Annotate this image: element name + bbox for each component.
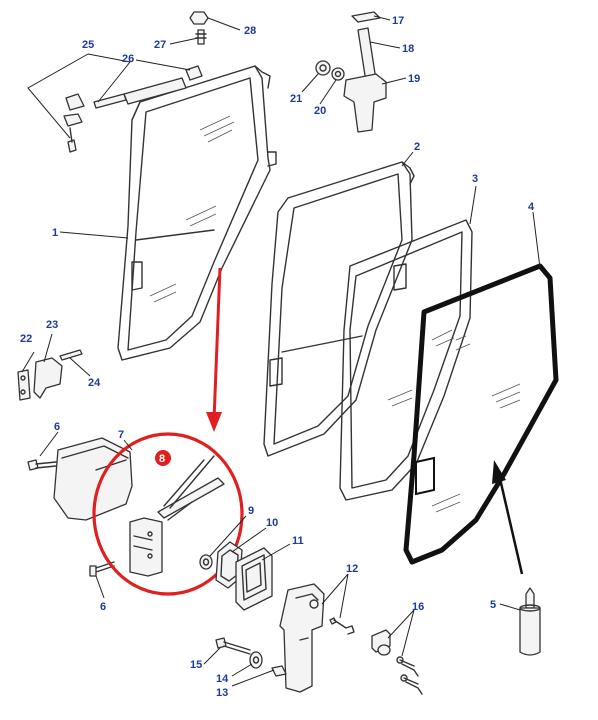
callout-15: 15: [190, 659, 202, 671]
callout-5: 5: [490, 599, 496, 611]
leader-lines: [21, 15, 541, 687]
door-seal-3: [339, 219, 473, 501]
callout-8: 8: [159, 453, 165, 465]
callout-18: 18: [402, 43, 414, 55]
callout-23: 23: [46, 319, 58, 331]
callout-12: 12: [346, 563, 358, 575]
callout-6-lower: 6: [100, 601, 106, 613]
bracket-assembly: [17, 349, 83, 401]
insertion-arrow: [492, 460, 524, 575]
callout-8-badge: [155, 450, 171, 466]
callout-22: 22: [20, 333, 32, 345]
callout-21: 21: [290, 93, 302, 105]
lock-cover-assembly: [27, 437, 133, 577]
callout-16: 16: [412, 601, 424, 613]
callout-3: 3: [472, 173, 478, 185]
callout-7: 7: [118, 429, 124, 441]
callout-17: 17: [392, 15, 404, 27]
callout-9: 9: [248, 505, 254, 517]
callout-14: 14: [216, 673, 229, 685]
highlight-arrow: [206, 267, 222, 432]
callout-24: 24: [88, 377, 101, 389]
callout-25: 25: [82, 39, 94, 51]
callout-4: 4: [528, 201, 535, 213]
callout-20: 20: [314, 105, 326, 117]
callout-19: 19: [408, 73, 420, 85]
lock-cylinder-16: [371, 629, 423, 695]
callout-10: 10: [266, 517, 278, 529]
callout-1: 1: [52, 227, 58, 239]
gas-strut-assembly: [63, 65, 203, 153]
callout-labels: 1 2 3 4 5 6 6 7 8 9 10 11 12 13 14 15 16…: [20, 15, 535, 699]
door-glass-4: [403, 263, 559, 565]
bolt-and-nut-27-28: [189, 11, 209, 45]
handle-12: [279, 583, 355, 693]
callout-13: 13: [216, 687, 228, 699]
callout-2: 2: [414, 141, 420, 153]
callout-27: 27: [154, 39, 166, 51]
highlight-ring: [92, 432, 244, 596]
door-frame-2: [263, 161, 415, 457]
callout-6-upper: 6: [54, 421, 60, 433]
hinge-assembly: [315, 11, 387, 133]
callout-28: 28: [244, 25, 256, 37]
washer-9: [199, 554, 213, 570]
callout-26: 26: [122, 53, 134, 65]
escutcheon-11: [235, 547, 273, 611]
cap-5: [519, 587, 541, 656]
bolt-15: [215, 637, 251, 655]
washer-14: [249, 651, 263, 669]
nut-13: [271, 665, 287, 677]
door-frame-1: [117, 65, 277, 361]
lock-mechanism-8: [129, 455, 225, 577]
callout-11: 11: [292, 535, 304, 547]
